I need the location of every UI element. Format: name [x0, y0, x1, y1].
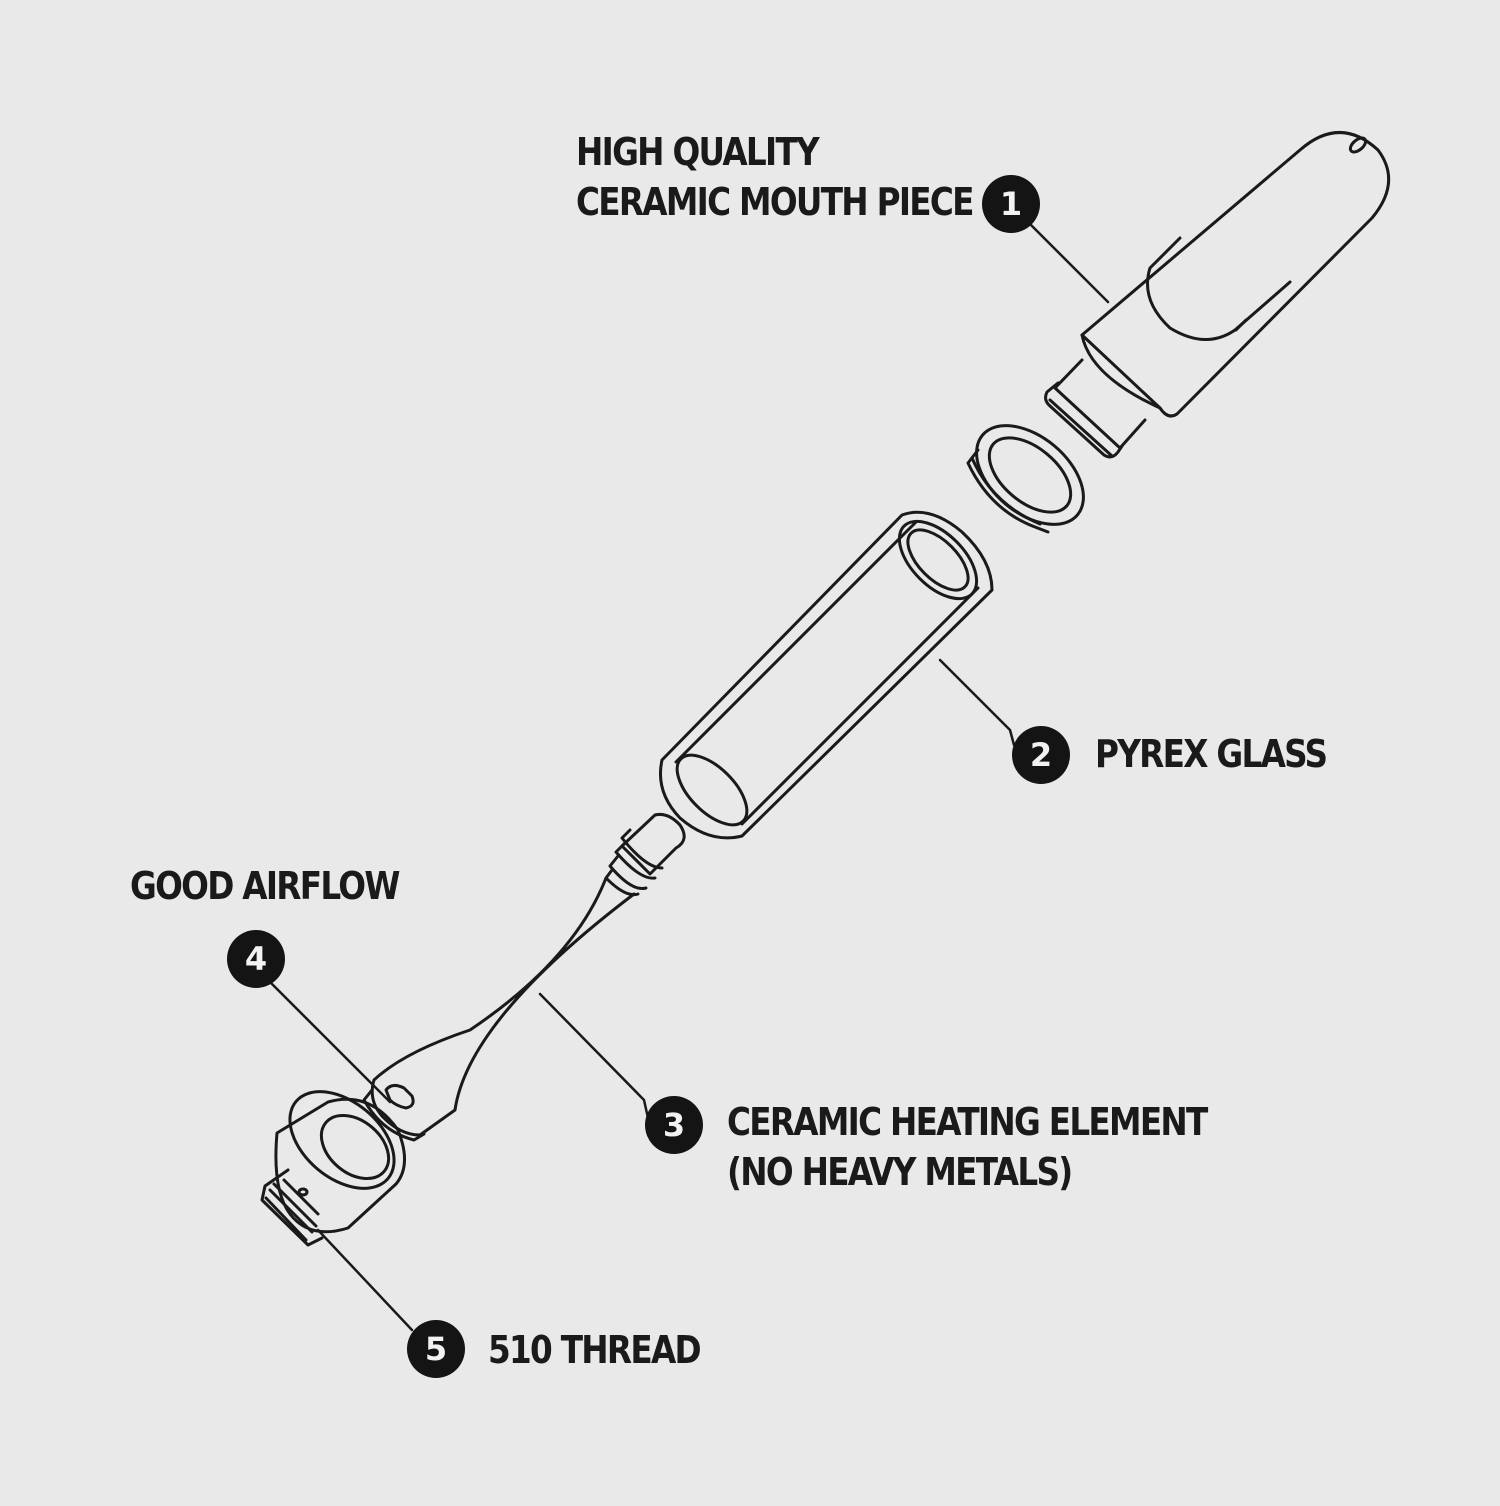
seal-ring-icon — [966, 424, 1085, 534]
part-3-label-line-2: (NO HEAVY METALS) — [727, 1150, 1073, 1194]
part-4-badge: 4 — [227, 930, 285, 988]
part-1-label-line-2: CERAMIC MOUTH PIECE — [576, 180, 974, 224]
part-2-badge: 2 — [1012, 726, 1070, 784]
leader-lines — [266, 220, 1110, 1332]
part-1-badge: 1 — [982, 175, 1040, 233]
leader-line-2 — [938, 658, 1016, 747]
part-4-label: GOOD AIRFLOW — [130, 864, 400, 908]
leader-line-1 — [1026, 220, 1110, 304]
part-1-label-line-1: HIGH QUALITY — [576, 130, 820, 174]
heating-element-icon — [362, 813, 686, 1142]
mouthpiece-icon — [1044, 131, 1391, 459]
part-2-label: PYREX GLASS — [1095, 732, 1328, 776]
leader-line-4 — [266, 978, 392, 1104]
part-5-label: 510 THREAD — [488, 1328, 702, 1372]
leader-line-3 — [538, 992, 650, 1120]
leader-line-5 — [316, 1228, 414, 1332]
glass-tube-icon — [658, 510, 994, 840]
part-3-label-line-1: CERAMIC HEATING ELEMENT — [727, 1100, 1208, 1144]
threaded-base-icon — [260, 1090, 406, 1247]
part-3-badge: 3 — [645, 1096, 703, 1154]
part-5-badge: 5 — [407, 1320, 465, 1378]
